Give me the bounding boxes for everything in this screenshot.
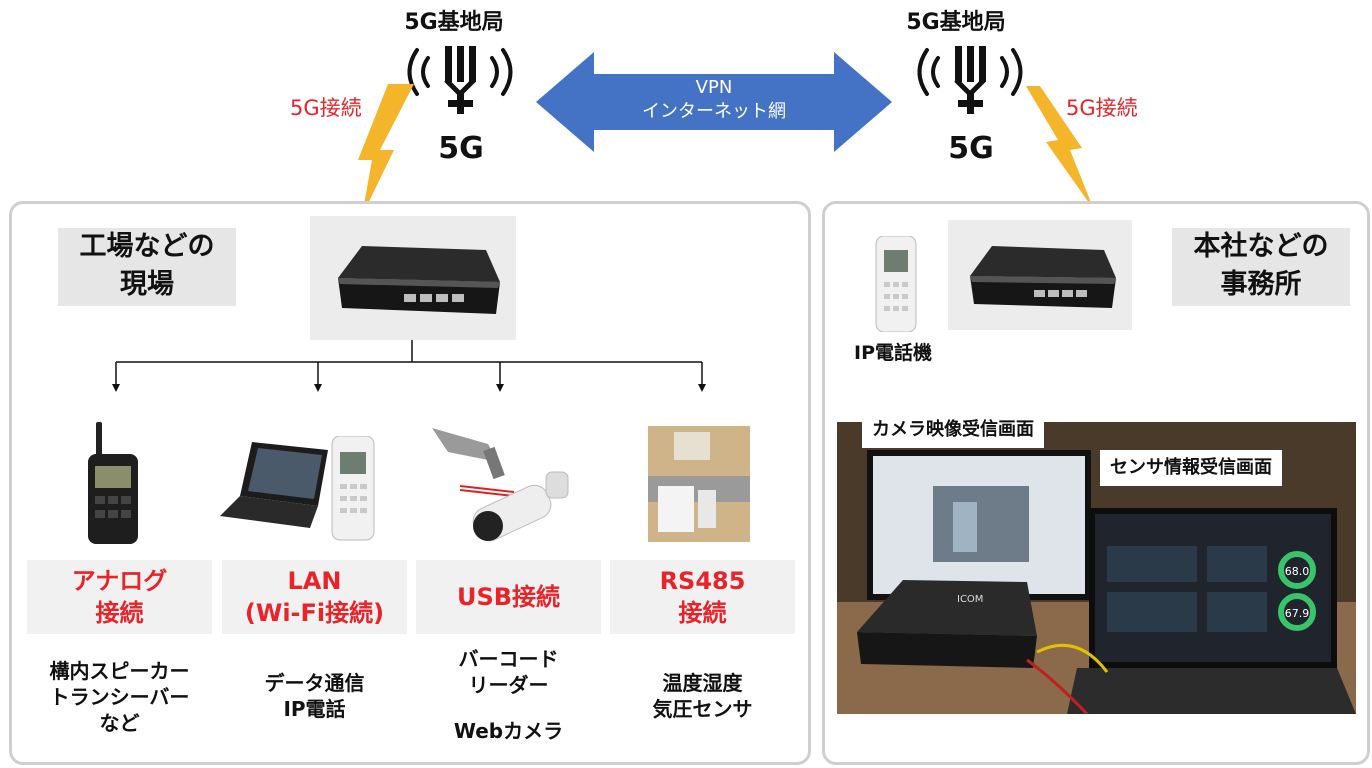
desk-router-brand: ICOM	[957, 594, 983, 605]
barcode-camera-image	[432, 428, 569, 542]
category-analog: アナログ 接続	[27, 560, 212, 634]
usb-desc-line4: Webカメラ	[453, 719, 564, 743]
left-5g-tower-icon: 5G	[407, 46, 513, 166]
site-title-line2: 現場	[120, 269, 174, 300]
usb-description: バーコード リーダー Webカメラ	[416, 646, 601, 744]
laptop-phone-image	[220, 436, 375, 541]
vpn-label-line1: VPN	[695, 77, 733, 98]
rs485-desc-line1: 温度湿度	[662, 671, 743, 695]
right-5g-tower-icon: 5G	[917, 46, 1023, 166]
vpn-label: VPN インターネット網	[600, 76, 828, 124]
category-lan-title-line1: LAN	[287, 567, 342, 595]
site-router-image	[310, 216, 516, 340]
lan-description: データ通信 IP電話	[222, 670, 407, 722]
category-rs485-title-line1: RS485	[659, 567, 746, 595]
site-title-line1: 工場などの	[79, 231, 215, 262]
left-5g-mark: 5G	[438, 131, 484, 166]
office-monitors-photo: 68.0 67.9 ICOM	[837, 422, 1356, 714]
rs485-description: 温度湿度 気圧センサ	[610, 670, 795, 722]
category-rs485: RS485 接続	[610, 560, 795, 634]
category-rs485-title-line2: 接続	[678, 599, 727, 627]
right-tower-label: 5G基地局	[906, 10, 1006, 35]
sensor-screen-caption: センサ情報受信画面	[1100, 450, 1282, 486]
sensor-image	[648, 426, 750, 542]
usb-desc-spacer	[416, 698, 601, 718]
category-lan: LAN (Wi-Fi接続)	[222, 560, 407, 634]
gauge-value-1: 68.0	[1285, 565, 1310, 578]
analog-description: 構内スピーカー トランシーバー など	[27, 658, 212, 736]
site-title: 工場などの 現場	[58, 228, 236, 306]
office-title-line1: 本社などの	[1193, 231, 1329, 262]
category-usb: USB接続	[416, 560, 601, 634]
vpn-label-line2: インターネット網	[642, 101, 786, 122]
right-lightning-icon	[1026, 86, 1094, 210]
camera-screen-caption: カメラ映像受信画面	[862, 412, 1044, 448]
office-title: 本社などの 事務所	[1172, 228, 1350, 306]
transceiver-image	[88, 422, 138, 544]
ip-phone-image	[875, 236, 917, 332]
category-analog-title-line2: 接続	[95, 599, 144, 627]
lan-desc-line2: IP電話	[283, 697, 346, 721]
usb-desc-line1: バーコード	[458, 647, 559, 671]
left-5g-connection-label: 5G接続	[290, 96, 362, 120]
category-analog-title-line1: アナログ	[71, 567, 168, 595]
usb-desc-line2: リーダー	[468, 673, 549, 697]
analog-desc-line1: 構内スピーカー	[49, 659, 190, 683]
rs485-desc-line2: 気圧センサ	[652, 697, 753, 721]
left-lightning-icon	[358, 84, 414, 216]
ip-phone-label: IP電話機	[854, 342, 932, 364]
lan-desc-line1: データ通信	[264, 671, 365, 695]
analog-desc-line2: トランシーバー	[49, 685, 190, 709]
right-5g-mark: 5G	[948, 131, 994, 166]
distribution-tree	[112, 340, 706, 392]
vpn-double-arrow	[536, 52, 892, 152]
gauge-value-2: 67.9	[1285, 607, 1310, 620]
category-lan-title-line2: (Wi-Fi接続)	[244, 599, 385, 627]
category-usb-title-line1: USB接続	[456, 583, 561, 611]
right-5g-connection-label: 5G接続	[1066, 96, 1138, 120]
office-title-line2: 事務所	[1220, 269, 1302, 300]
left-tower-label: 5G基地局	[404, 10, 504, 35]
analog-desc-line3: など	[99, 711, 140, 735]
office-router-image	[948, 220, 1132, 330]
